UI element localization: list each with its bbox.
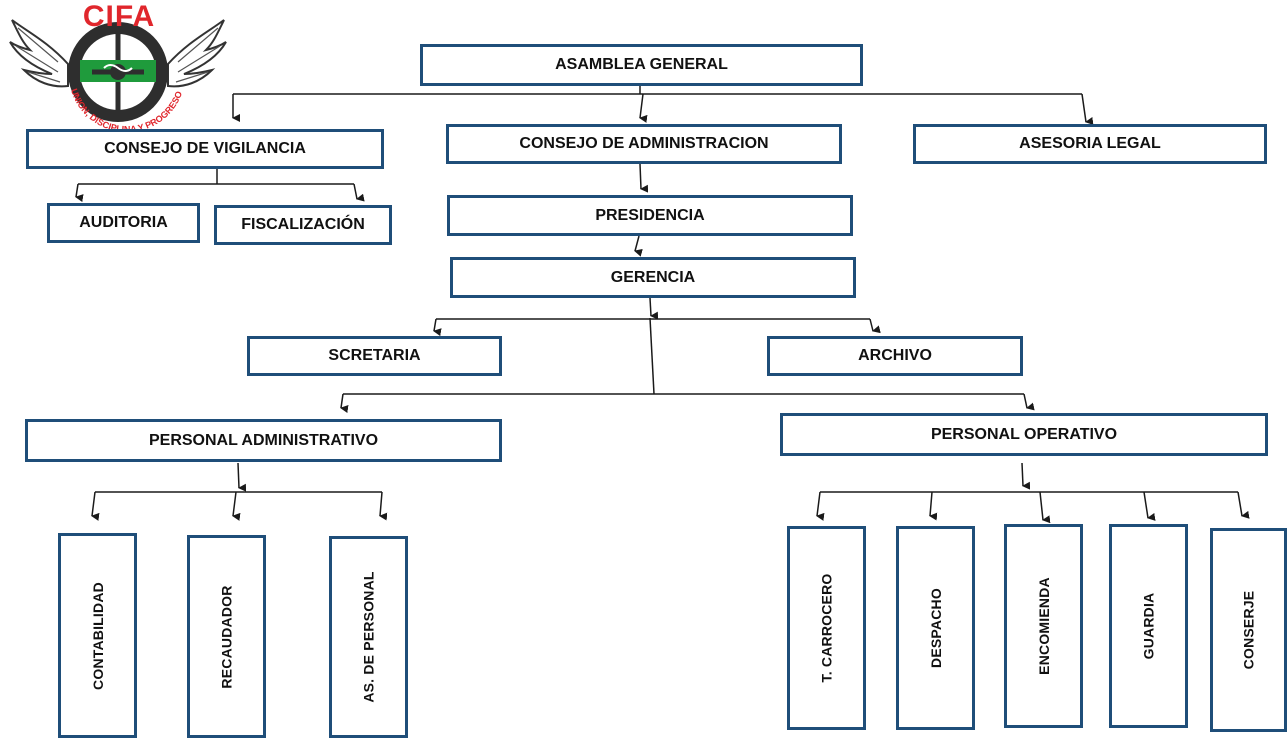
- connector-arrow: [634, 235, 643, 257]
- node-label: CONSEJO DE ADMINISTRACION: [519, 135, 769, 152]
- connector-arrow: [1039, 491, 1051, 524]
- node-conserje: CONSERJE: [1210, 528, 1287, 732]
- node-label: PRESIDENCIA: [595, 206, 705, 224]
- connector-arrow: [1021, 462, 1031, 490]
- connector-arrow: [1237, 491, 1250, 519]
- node-presidencia: PRESIDENCIA: [447, 195, 853, 236]
- node-consejo-administracion: CONSEJO DE ADMINISTRACION: [446, 124, 842, 164]
- node-label: GERENCIA: [610, 268, 696, 286]
- node-label: SCRETARIA: [328, 347, 421, 364]
- node-label: DESPACHO: [927, 588, 944, 668]
- node-secretaria: SCRETARIA: [247, 336, 502, 376]
- node-label: AS. DE PERSONAL: [360, 571, 377, 703]
- node-consejo-vigilancia: CONSEJO DE VIGILANCIA: [26, 129, 384, 169]
- node-label: ASAMBLEA GENERAL: [555, 56, 728, 73]
- node-gerencia: GERENCIA: [450, 257, 856, 298]
- node-label: RECAUDADOR: [218, 584, 235, 689]
- connector-arrow: [816, 491, 825, 521]
- connector-arrow: [929, 491, 938, 521]
- connector-arrow: [1081, 93, 1094, 125]
- node-label: CONSERJE: [1240, 590, 1257, 670]
- node-archivo: ARCHIVO: [767, 336, 1023, 376]
- connector-arrow: [237, 462, 247, 492]
- connector-arrow: [1143, 491, 1156, 521]
- node-label: CONTABILIDAD: [89, 581, 106, 690]
- node-auditoria: AUDITORIA: [47, 203, 200, 243]
- cifa-logo: UNION, DISCIPLINA Y PROGRESO CIFA: [8, 0, 228, 130]
- node-asamblea-general: ASAMBLEA GENERAL: [420, 44, 863, 86]
- node-fiscalizacion: FISCALIZACIÓN: [214, 205, 392, 245]
- connector-arrow: [433, 318, 442, 337]
- node-label: ENCOMIENDA: [1035, 577, 1052, 675]
- node-personal-operativo: PERSONAL OPERATIVO: [780, 413, 1268, 456]
- node-recaudador: RECAUDADOR: [187, 535, 266, 738]
- connector-arrow: [639, 93, 648, 123]
- node-carrocero: T. CARROCERO: [787, 526, 866, 730]
- connector: [649, 317, 655, 395]
- connector-arrow: [1023, 393, 1035, 411]
- logo-title: CIFA: [82, 0, 156, 33]
- node-guardia: GUARDIA: [1109, 524, 1188, 728]
- connector-arrow: [340, 393, 349, 413]
- connector-arrow: [75, 183, 84, 203]
- node-label: ARCHIVO: [858, 347, 932, 364]
- connector-arrow: [232, 491, 241, 521]
- connector-arrow: [639, 163, 649, 193]
- node-label: FISCALIZACIÓN: [241, 216, 365, 233]
- winged-wheel-icon: UNION, DISCIPLINA Y PROGRESO: [9, 19, 227, 130]
- connector-arrow: [869, 318, 881, 334]
- node-contabilidad: CONTABILIDAD: [58, 533, 137, 738]
- node-asesoria-legal: ASESORIA LEGAL: [913, 124, 1267, 164]
- connector-arrow: [649, 297, 659, 320]
- connector-arrow: [353, 183, 365, 202]
- node-label: ASESORIA LEGAL: [1019, 135, 1161, 152]
- node-label: AUDITORIA: [79, 214, 168, 231]
- node-label: PERSONAL ADMINISTRATIVO: [148, 431, 379, 449]
- node-personal-administrativo: PERSONAL ADMINISTRATIVO: [25, 419, 502, 462]
- node-label: T. CARROCERO: [818, 573, 835, 683]
- node-label: PERSONAL OPERATIVO: [930, 425, 1118, 443]
- node-despacho: DESPACHO: [896, 526, 975, 730]
- node-as-personal: AS. DE PERSONAL: [329, 536, 408, 738]
- node-label: GUARDIA: [1140, 592, 1157, 660]
- connector-arrow: [379, 491, 388, 521]
- connector-arrow: [91, 491, 100, 521]
- node-label: CONSEJO DE VIGILANCIA: [104, 140, 306, 157]
- node-encomienda: ENCOMIENDA: [1004, 524, 1083, 728]
